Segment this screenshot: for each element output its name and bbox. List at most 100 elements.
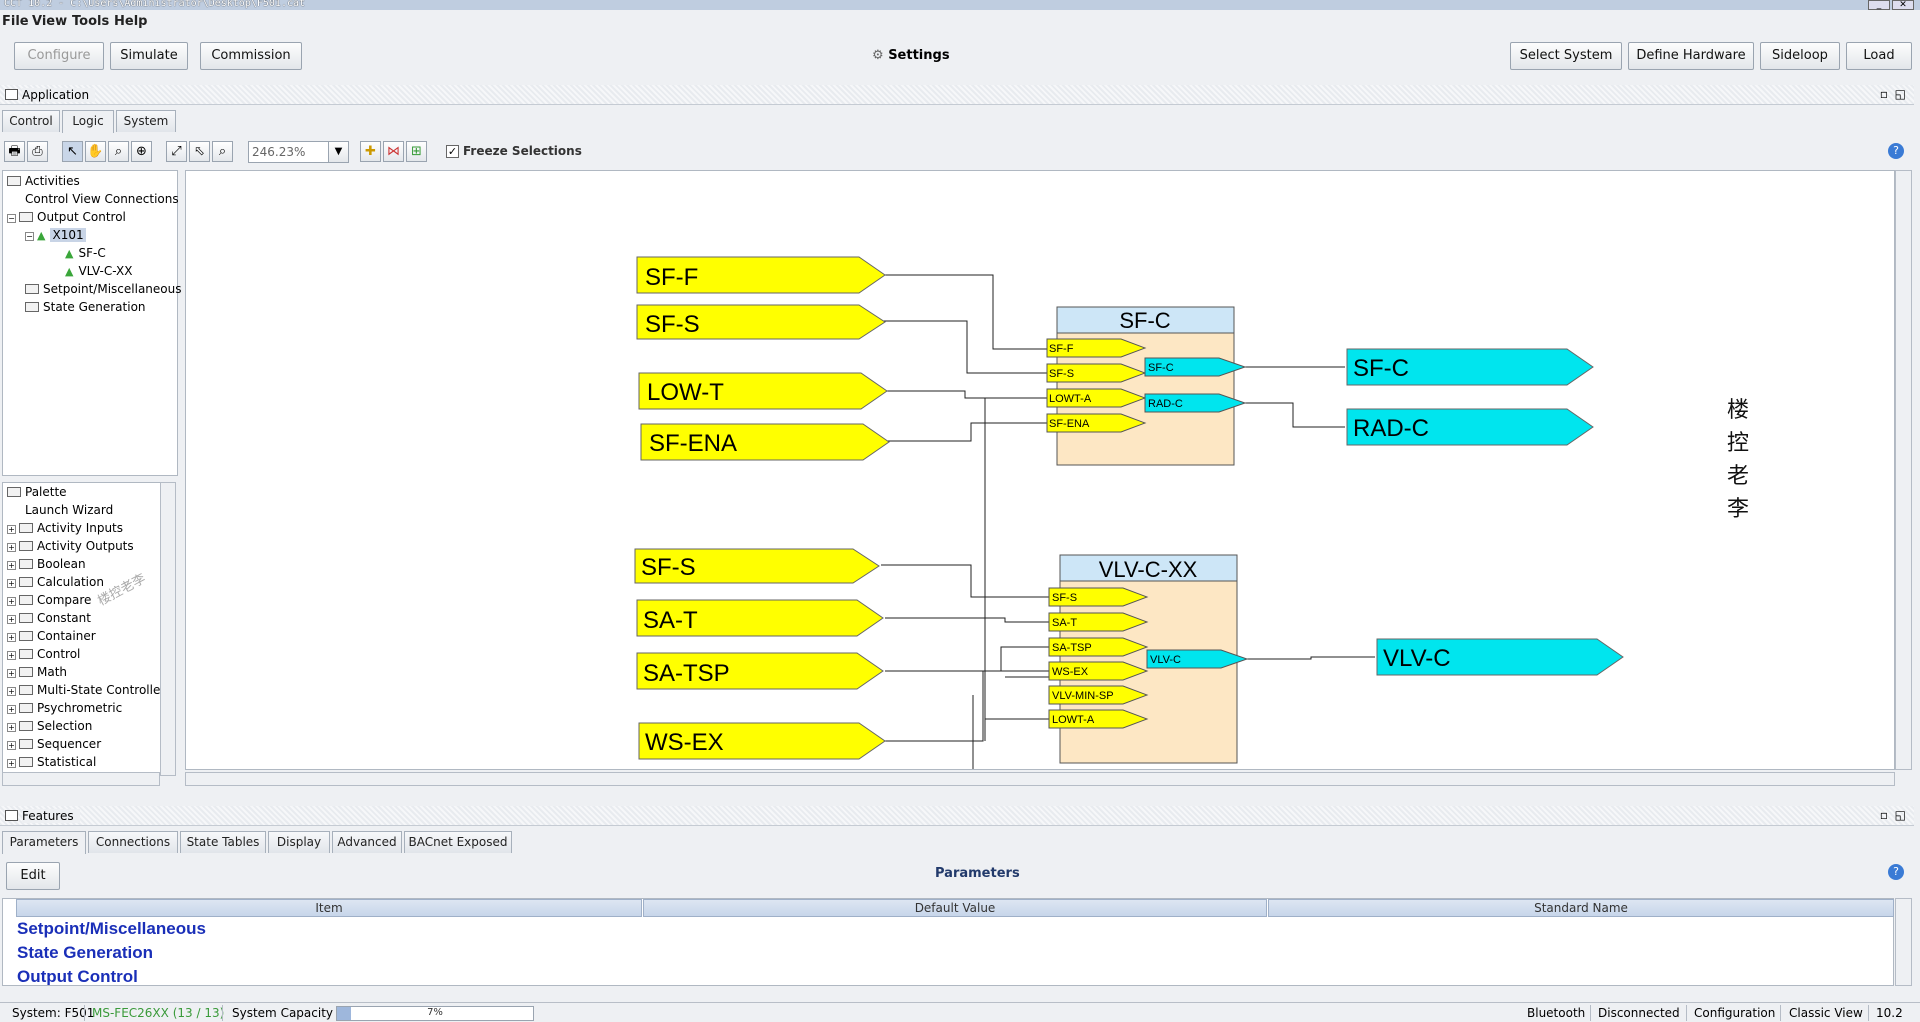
block-port[interactable]: LOWT-A	[1046, 388, 1147, 408]
tree-activities[interactable]: Activities	[7, 173, 80, 189]
block-port[interactable]: SF-S	[1046, 363, 1147, 383]
palette-item[interactable]: +Compare	[7, 593, 92, 607]
column-header-standard-name[interactable]: Standard Name	[1268, 899, 1894, 917]
block-port[interactable]: SF-S	[1048, 587, 1149, 607]
select-system-button[interactable]: Select System	[1510, 42, 1622, 70]
zoom-in-icon[interactable]: ⊕	[131, 141, 152, 162]
freeze-checkbox[interactable]: ✓	[446, 145, 459, 158]
add-point-icon[interactable]: ✚	[360, 141, 381, 162]
block-port[interactable]: VLV-C	[1146, 649, 1249, 669]
maximize-pane-icon[interactable]: ◱	[1894, 87, 1906, 101]
tab-parameters[interactable]: Parameters	[2, 831, 86, 854]
logic-canvas[interactable]: SF-F SF-S LOW-T SF-ENA SF-C SF-F SF-S LO…	[185, 170, 1895, 770]
block-port[interactable]: SA-TSP	[1048, 637, 1149, 657]
menu-file[interactable]: File	[2, 14, 29, 29]
help-icon[interactable]: ?	[1888, 143, 1904, 159]
tree-sf-c[interactable]: ▲SF-C	[65, 246, 106, 260]
block-port[interactable]: SA-T	[1048, 612, 1149, 632]
load-button[interactable]: Load	[1846, 42, 1912, 70]
help-icon[interactable]: ?	[1888, 864, 1904, 880]
block-port[interactable]: VLV-MIN-SP	[1048, 685, 1149, 705]
sideloop-button[interactable]: Sideloop	[1760, 42, 1840, 70]
minimize-pane-icon[interactable]: ▫	[1879, 87, 1888, 101]
palette-item[interactable]: +Selection	[7, 719, 93, 733]
block-port[interactable]: RAD-C	[1144, 393, 1247, 413]
menu-help[interactable]: Help	[114, 14, 148, 29]
palette-item[interactable]: +Activity Outputs	[7, 539, 134, 553]
tree-output-control[interactable]: −Output Control	[7, 210, 126, 224]
tab-bacnet-exposed[interactable]: BACnet Exposed	[404, 831, 512, 853]
tab-state-tables[interactable]: State Tables	[180, 831, 266, 853]
chevron-down-icon[interactable]: ▼	[328, 141, 349, 163]
table-row[interactable]: State Generation	[17, 943, 154, 962]
palette-item[interactable]: +Calculation	[7, 575, 104, 589]
palette-item[interactable]: +Constant	[7, 611, 91, 625]
output-tag[interactable]: RAD-C	[1346, 408, 1594, 446]
palette-hscrollbar[interactable]	[2, 772, 160, 786]
table-row[interactable]: Setpoint/Miscellaneous	[17, 919, 206, 938]
input-tag[interactable]: SA-T	[636, 599, 884, 637]
column-header-item[interactable]: Item	[16, 899, 642, 917]
edit-button[interactable]: Edit	[6, 862, 60, 890]
canvas-hscrollbar[interactable]	[185, 772, 1895, 786]
zoom-reset-icon[interactable]: ⌕	[212, 141, 233, 162]
minimize-pane-icon[interactable]: ▫	[1879, 808, 1888, 822]
column-header-default[interactable]: Default Value	[643, 899, 1267, 917]
block-port[interactable]: SF-F	[1046, 338, 1147, 358]
palette-item[interactable]: +Activity Inputs	[7, 521, 124, 535]
input-tag[interactable]: SF-S	[636, 304, 886, 340]
palette-item[interactable]: +Container	[7, 629, 96, 643]
features-vscrollbar[interactable]	[1895, 898, 1912, 986]
pan-hand-icon[interactable]: ✋	[85, 141, 106, 162]
print-preview-icon[interactable]: ⎙	[27, 141, 48, 162]
close-button[interactable]: ✕	[1892, 0, 1914, 10]
block-port[interactable]: SF-ENA	[1046, 413, 1147, 433]
input-tag[interactable]: SF-ENA	[640, 423, 890, 461]
input-tag[interactable]: SF-S	[634, 548, 880, 584]
palette-item[interactable]: +Sequencer	[7, 737, 102, 751]
palette-item[interactable]: +Multi-State Controller	[7, 683, 166, 697]
collapse-icon[interactable]: −	[25, 232, 34, 241]
output-tag[interactable]: SF-C	[1346, 348, 1594, 386]
input-tag[interactable]: LOW-T	[638, 372, 888, 410]
zoom-fit-icon[interactable]: ⤢	[166, 141, 187, 162]
output-tag[interactable]: VLV-C	[1376, 638, 1624, 676]
commission-button[interactable]: Commission	[200, 42, 302, 70]
block-port[interactable]: WS-EX	[1048, 661, 1149, 681]
block-port[interactable]: SF-C	[1144, 357, 1247, 377]
tree-control-view[interactable]: Control View Connections	[25, 192, 179, 206]
palette-item[interactable]: +Psychrometric	[7, 701, 123, 715]
zoom-select-icon[interactable]: ⬁	[189, 141, 210, 162]
palette-item[interactable]: +Statistical	[7, 755, 97, 769]
simulate-button[interactable]: Simulate	[110, 42, 188, 70]
block-port[interactable]: LOWT-A	[1048, 709, 1149, 729]
palette-scrollbar[interactable]	[160, 482, 176, 776]
print-icon[interactable]: 🖶	[4, 141, 25, 162]
minimize-button[interactable]: _	[1868, 0, 1890, 10]
tab-display[interactable]: Display	[268, 831, 330, 853]
define-hardware-button[interactable]: Define Hardware	[1628, 42, 1754, 70]
maximize-pane-icon[interactable]: ◱	[1894, 808, 1906, 822]
add-block-icon[interactable]: ⊞	[406, 141, 427, 162]
tab-advanced[interactable]: Advanced	[332, 831, 402, 853]
palette-item[interactable]: +Control	[7, 647, 81, 661]
block-sf-c[interactable]: SF-C	[1056, 306, 1235, 466]
zoom-box-icon[interactable]: ⌕	[108, 141, 129, 162]
settings-button[interactable]: ⚙ Settings	[872, 48, 950, 63]
zoom-combo[interactable]: 246.23%	[248, 141, 348, 163]
route-icon[interactable]: ⋈	[383, 141, 404, 162]
collapse-icon[interactable]: −	[7, 214, 16, 223]
tree-setpoint[interactable]: Setpoint/Miscellaneous	[25, 281, 181, 297]
menu-view[interactable]: View	[32, 14, 68, 29]
canvas-vscrollbar[interactable]	[1895, 170, 1912, 770]
configure-button[interactable]: Configure	[14, 42, 104, 70]
tab-system[interactable]: System	[116, 110, 176, 132]
table-row[interactable]: Output Control	[17, 967, 138, 985]
tree-state-gen[interactable]: State Generation	[25, 299, 146, 315]
palette-launch-wizard[interactable]: Launch Wizard	[25, 503, 114, 517]
tab-connections[interactable]: Connections	[88, 831, 178, 853]
input-tag[interactable]: WS-EX	[638, 722, 886, 760]
palette-item[interactable]: +Boolean	[7, 557, 86, 571]
tree-x101[interactable]: −▲X101	[25, 228, 86, 242]
select-pointer-icon[interactable]: ↖	[62, 141, 83, 162]
